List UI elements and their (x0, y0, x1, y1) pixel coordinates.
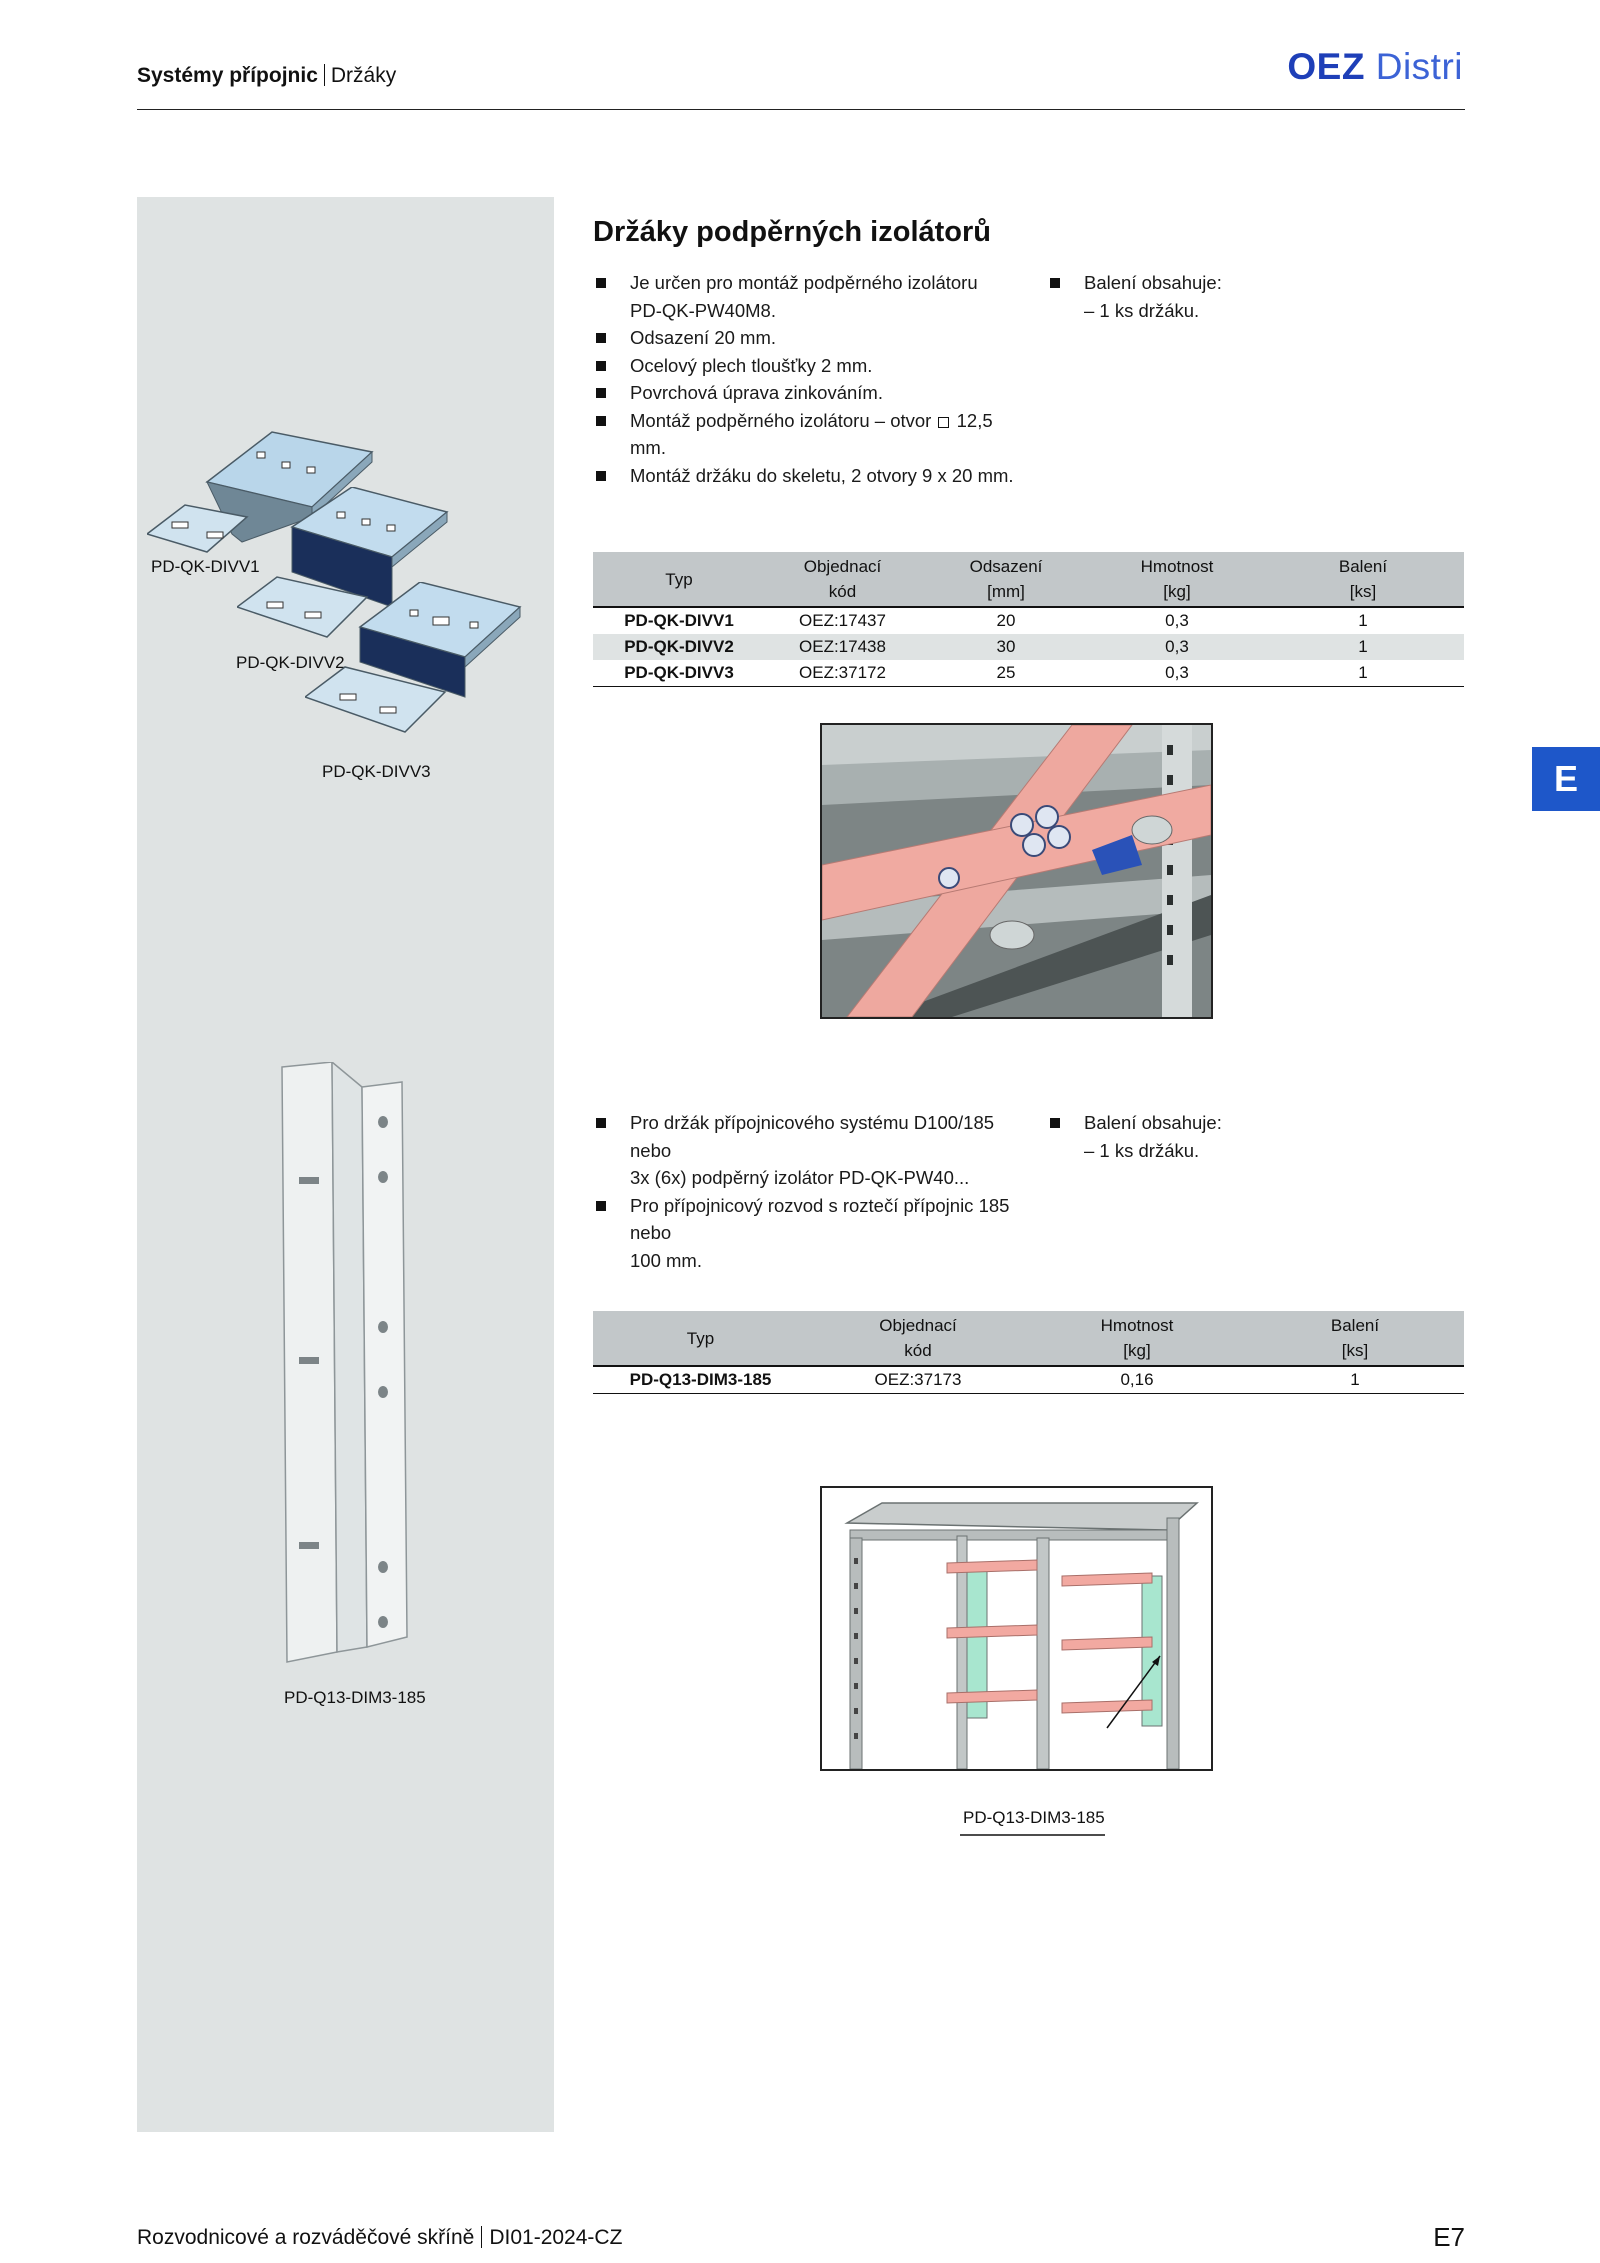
divv3-bracket-image (305, 582, 522, 733)
cell-weight: 0,16 (1120, 1370, 1154, 1389)
col-header-weight: Hmotnost[kg] (1028, 1311, 1246, 1366)
feature-item: Povrchová úprava zinkováním. (593, 379, 1023, 407)
col-header-pack: Balení[ks] (1246, 1311, 1464, 1366)
cell-pack: 1 (1358, 637, 1368, 656)
label-dim3: PD-Q13-DIM3-185 (284, 1688, 426, 1707)
cell-offset: 30 (996, 637, 1016, 656)
section1-feature-list: Je určen pro montáž podpěrného izolátoru… (593, 269, 1023, 489)
table-row: PD-QK-DIVV1 OEZ:17437 20 0,3 1 (593, 607, 1464, 634)
section2-package-list: Balení obsahuje: – 1 ks držáku. (1047, 1109, 1347, 1164)
col-header-weight: Hmotnost[kg] (1092, 552, 1262, 607)
table-row: PD-QK-DIVV3 OEZ:37172 25 0,3 1 (593, 660, 1464, 687)
cell-type: PD-QK-DIVV2 (624, 637, 734, 656)
footer-title: Rozvodnicové a rozváděčové skříně DI01-20… (137, 2226, 622, 2250)
section2-feature-list: Pro držák přípojnicového systému D100/18… (593, 1109, 1023, 1274)
cell-weight: 0,3 (1165, 637, 1189, 656)
package-title: Balení obsahuje: (1047, 1109, 1347, 1137)
callout-label: PD-Q13-DIM3-185 (963, 1808, 1105, 1827)
cell-offset: 25 (996, 663, 1016, 682)
cell-type: PD-QK-DIVV1 (624, 611, 734, 630)
frame-installation-illustration (822, 1488, 1211, 1769)
feature-item-cont: 100 mm. (630, 1249, 702, 1271)
feature-text: Montáž podpěrného izolátoru – otvor (630, 409, 932, 431)
page-number: E7 (1433, 2222, 1465, 2252)
section-title: Držáky podpěrných izolátorů (593, 216, 992, 248)
breadcrumb-divider (323, 64, 325, 86)
dim3-holder-image (281, 1062, 408, 1663)
cell-type: PD-Q13-DIM3-185 (629, 1370, 772, 1389)
installation-drawing-frame (820, 1486, 1213, 1771)
feature-item-cont: PD-QK-PW40M8. (630, 299, 776, 321)
square-hole-icon (938, 416, 950, 428)
col-header-typ: Typ (593, 1311, 808, 1366)
footer-catalog-code: DI01-2024-CZ (489, 2226, 623, 2249)
feature-text: 12,5 mm. (630, 409, 993, 459)
cell-weight: 0,3 (1165, 611, 1189, 630)
cell-code: OEZ:17438 (799, 637, 886, 656)
cell-code: OEZ:37172 (799, 663, 886, 682)
label-divv3: PD-QK-DIVV3 (322, 762, 431, 781)
cell-pack: 1 (1358, 611, 1368, 630)
package-item: – 1 ks držáku. (1084, 299, 1200, 321)
feature-item-cont: 3x (6x) podpěrný izolátor PD-QK-PW40... (630, 1167, 970, 1188)
cell-type: PD-QK-DIVV3 (624, 663, 734, 682)
divv1-bracket-image (147, 431, 374, 553)
product-image-sidebar: PD-QK-DIVV1 PD-QK-DIVV2 PD-QK-DIVV3 (137, 197, 554, 2132)
feature-item: Montáž držáku do skeletu, 2 otvory 9 x 2… (593, 462, 1023, 490)
package-item: – 1 ks držáku. (1084, 1139, 1200, 1161)
breadcrumb: Systémy přípojnic Držáky (137, 64, 396, 88)
col-header-offset: Odsazení[mm] (920, 552, 1092, 607)
footer-document-title: Rozvodnicové a rozváděčové skříně (137, 2226, 475, 2249)
installation-photo-busbar (820, 723, 1213, 1019)
feature-item: Odsazení 20 mm. (593, 324, 1023, 352)
feature-item: Pro přípojnicový rozvod s roztečí přípoj… (593, 1192, 1023, 1247)
cell-weight: 0,3 (1165, 663, 1189, 682)
callout-leader-line (960, 1834, 1105, 1836)
feature-item: Montáž podpěrného izolátoru – otvor 12,5… (593, 407, 1023, 462)
label-divv1: PD-QK-DIVV1 (151, 557, 260, 576)
label-divv2: PD-QK-DIVV2 (236, 653, 345, 672)
table-row: PD-QK-DIVV2 OEZ:17438 30 0,3 1 (593, 634, 1464, 660)
package-title: Balení obsahuje: (1047, 269, 1347, 297)
busbar-installation-illustration (822, 725, 1211, 1017)
breadcrumb-subsection: Držáky (330, 64, 397, 87)
breadcrumb-section: Systémy přípojnic (137, 64, 318, 87)
feature-item: Je určen pro montáž podpěrného izolátoru (593, 269, 1023, 297)
page-header: Systémy přípojnic Držáky OEZ Distri (137, 0, 1465, 110)
cell-pack: 1 (1358, 663, 1368, 682)
footer-divider (481, 2226, 483, 2248)
cell-pack: 1 (1350, 1370, 1360, 1389)
logo-product: Distri (1375, 46, 1463, 87)
oez-distri-logo: OEZ Distri (1287, 46, 1463, 88)
table-row: PD-Q13-DIM3-185 OEZ:37173 0,16 1 (593, 1366, 1464, 1394)
col-header-pack: Balení[ks] (1262, 552, 1464, 607)
cell-offset: 20 (996, 611, 1016, 630)
section1-package-list: Balení obsahuje: – 1 ks držáku. (1047, 269, 1347, 324)
cell-code: OEZ:17437 (799, 611, 886, 630)
logo-brand: OEZ (1287, 46, 1365, 87)
feature-item: Pro držák přípojnicového systému D100/18… (593, 1109, 1023, 1164)
feature-item: Ocelový plech tloušťky 2 mm. (593, 352, 1023, 380)
cell-code: OEZ:37173 (874, 1370, 962, 1389)
col-header-typ: Typ (593, 552, 765, 607)
chapter-tab-e[interactable]: E (1532, 747, 1600, 811)
